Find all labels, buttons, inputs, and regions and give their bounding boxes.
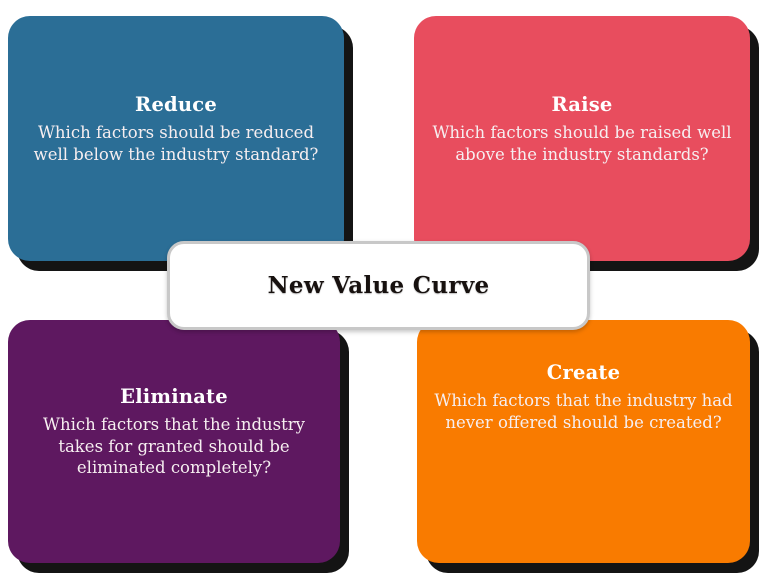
quadrant-title-create: Create — [546, 361, 621, 384]
quadrant-question-raise: Which factors should be raised well abov… — [432, 123, 732, 164]
quadrant-card-create[interactable]: Create Which factors that the industry h… — [417, 320, 750, 563]
quadrant-title-reduce: Reduce — [135, 93, 217, 116]
quadrant-question-reduce: Which factors should be reduced well bel… — [33, 123, 319, 164]
quadrant-card-raise[interactable]: Raise Which factors should be raised wel… — [414, 16, 750, 261]
quadrant-text-create: Create Which factors that the industry h… — [417, 320, 750, 433]
quadrant-card-eliminate[interactable]: Eliminate Which factors that the industr… — [8, 320, 340, 563]
quadrant-question-create: Which factors that the industry had neve… — [434, 391, 733, 432]
quadrant-title-eliminate: Eliminate — [120, 385, 228, 408]
center-label-box[interactable]: New Value Curve — [167, 241, 590, 330]
quadrant-text-raise: Raise Which factors should be raised wel… — [414, 16, 750, 165]
quadrant-text-eliminate: Eliminate Which factors that the industr… — [8, 320, 340, 479]
quadrant-question-eliminate: Which factors that the industry takes fo… — [43, 415, 305, 478]
quadrant-card-reduce[interactable]: Reduce Which factors should be reduced w… — [8, 16, 344, 261]
center-label-text: New Value Curve — [267, 272, 490, 299]
quadrant-title-raise: Raise — [551, 93, 613, 116]
quadrant-text-reduce: Reduce Which factors should be reduced w… — [8, 16, 344, 165]
